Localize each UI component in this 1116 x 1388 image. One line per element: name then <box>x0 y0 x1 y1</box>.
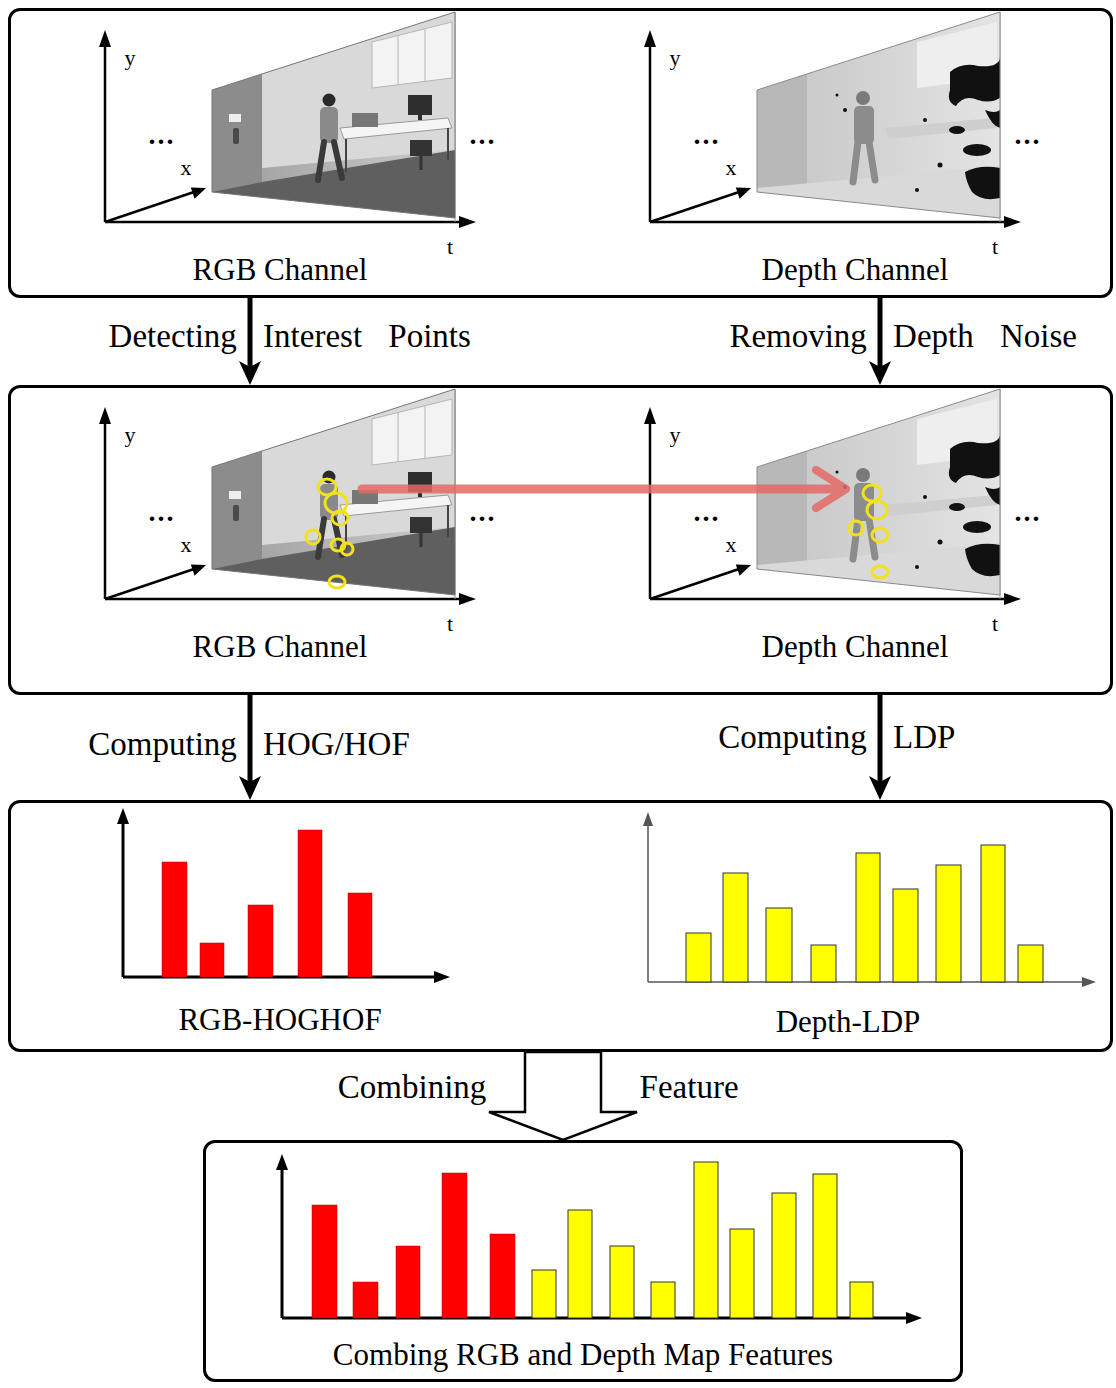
axis-label: t <box>992 611 998 636</box>
ellipsis-mark: ... <box>1015 496 1042 528</box>
panel-caption: Depth-LDP <box>776 1004 921 1040</box>
stage-panel: RGB-HOGHOF Depth-LDP <box>8 800 1113 1052</box>
stage-panel: RGB Channel Depth Channel <box>8 8 1113 298</box>
ellipsis-mark: ... <box>470 119 497 151</box>
panel-caption: RGB-HOGHOF <box>178 1002 381 1038</box>
correspondence-arrow <box>362 470 846 508</box>
axis-label: x <box>726 532 737 557</box>
panel-caption: Combing RGB and Depth Map Features <box>333 1337 833 1373</box>
arrow-label: Detecting Interest Points <box>109 318 471 356</box>
arrow-label: Computing HOG/HOF <box>88 726 409 764</box>
axis-label: t <box>992 234 998 259</box>
panel-caption: Depth Channel <box>762 629 949 665</box>
stage-panel: Combing RGB and Depth Map Features <box>203 1140 963 1382</box>
axis-label: y <box>670 422 681 447</box>
axis-label: x <box>726 155 737 180</box>
stage-panel: RGB Channel Depth Channel <box>8 385 1113 695</box>
combined-histogram <box>276 1154 922 1324</box>
arrow-label: Removing Depth Noise <box>729 318 1077 356</box>
rgb-frame <box>99 0 476 230</box>
interest-points <box>849 485 888 578</box>
axis-label: y <box>125 422 136 447</box>
arrow-label: Combining Feature <box>338 1069 739 1107</box>
panel-caption: RGB Channel <box>193 629 368 665</box>
panel-caption: Depth Channel <box>762 252 949 288</box>
axis-label: t <box>447 611 453 636</box>
arrow-label: Computing LDP <box>718 719 955 757</box>
ellipsis-mark: ... <box>149 496 176 528</box>
axis-label: x <box>181 532 192 557</box>
axis-label: t <box>447 234 453 259</box>
ellipsis-mark: ... <box>149 119 176 151</box>
rgb-histogram <box>117 808 450 983</box>
ellipsis-mark: ... <box>694 496 721 528</box>
ellipsis-mark: ... <box>1015 119 1042 151</box>
ellipsis-mark: ... <box>470 496 497 528</box>
depth-frame <box>644 0 1021 230</box>
axis-label: y <box>670 45 681 70</box>
axis-label: x <box>181 155 192 180</box>
depth-histogram <box>643 812 1096 987</box>
interest-points <box>306 479 353 588</box>
panel-caption: RGB Channel <box>193 252 368 288</box>
axis-label: y <box>125 45 136 70</box>
ellipsis-mark: ... <box>694 119 721 151</box>
